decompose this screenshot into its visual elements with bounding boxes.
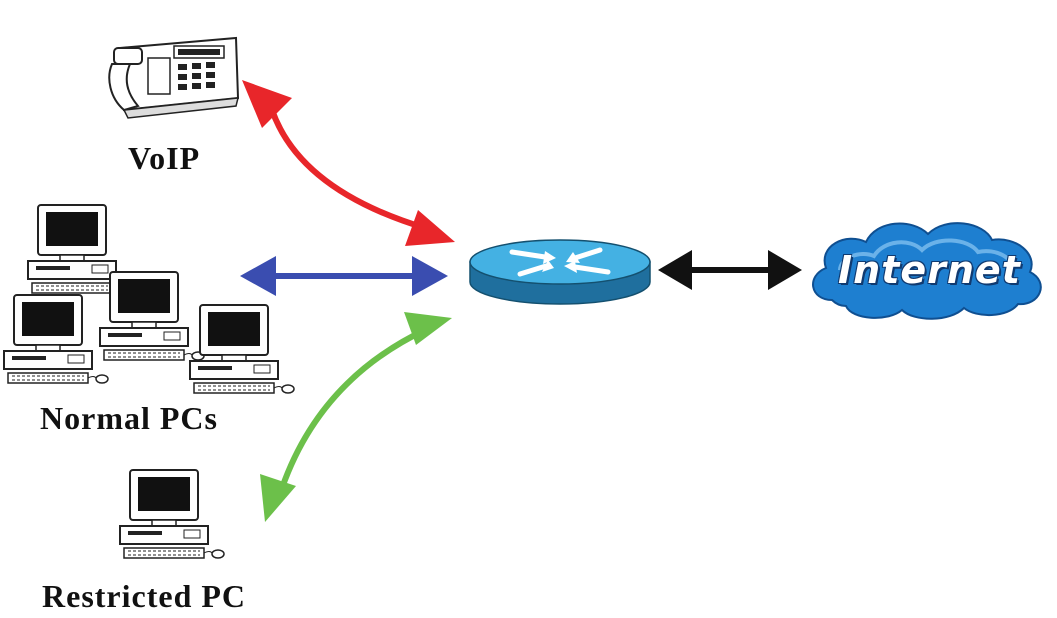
normal-pcs-label: Normal PCs	[40, 400, 218, 437]
internet-link-arrow	[658, 250, 802, 290]
desktop-pc-icon	[4, 295, 108, 383]
internet-label: Internet	[838, 248, 1021, 292]
normal-pcs-group	[4, 205, 294, 393]
telephone-icon	[109, 38, 238, 118]
restricted-pc-link-arrow	[260, 312, 452, 522]
desktop-pc-icon	[120, 470, 224, 558]
desktop-pc-icon	[100, 272, 204, 360]
voip-link-arrow	[242, 80, 455, 246]
normal-pcs-link-arrow	[240, 256, 448, 296]
desktop-pc-icon	[190, 305, 294, 393]
restricted-pc-label: Restricted PC	[42, 578, 246, 615]
voip-label: VoIP	[128, 140, 200, 177]
router-icon	[470, 240, 650, 304]
